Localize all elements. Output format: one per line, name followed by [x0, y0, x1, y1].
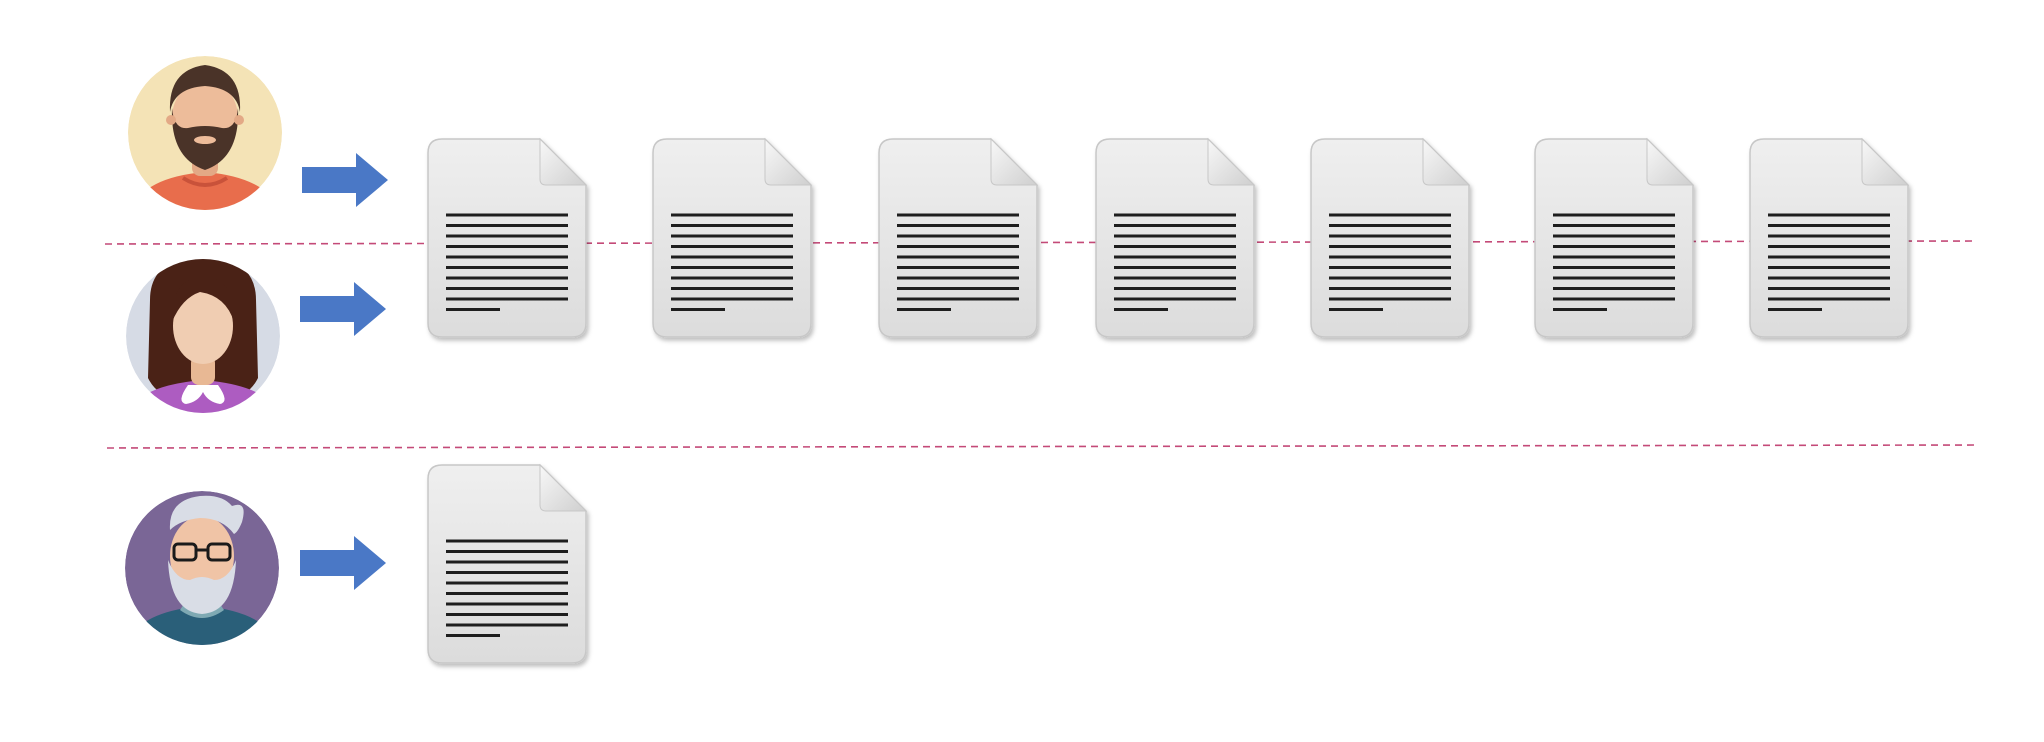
document-icon	[427, 463, 588, 664]
divider-line-bottom	[106, 444, 1976, 449]
woman-arrow-icon	[300, 282, 386, 336]
document-icon	[1749, 137, 1910, 338]
document-icon	[652, 137, 813, 338]
document-icon	[1534, 137, 1695, 338]
document-icon	[878, 137, 1039, 338]
divider-line-top	[104, 240, 1976, 245]
document-icon	[1310, 137, 1471, 338]
bearded-man-avatar-icon	[128, 56, 282, 210]
document-icon	[427, 137, 588, 338]
document-icon	[1095, 137, 1256, 338]
older-man-arrow-icon	[300, 536, 386, 590]
older-man-avatar-icon	[125, 491, 279, 645]
bearded-man-arrow-icon	[302, 153, 388, 207]
woman-avatar-icon	[126, 259, 280, 413]
